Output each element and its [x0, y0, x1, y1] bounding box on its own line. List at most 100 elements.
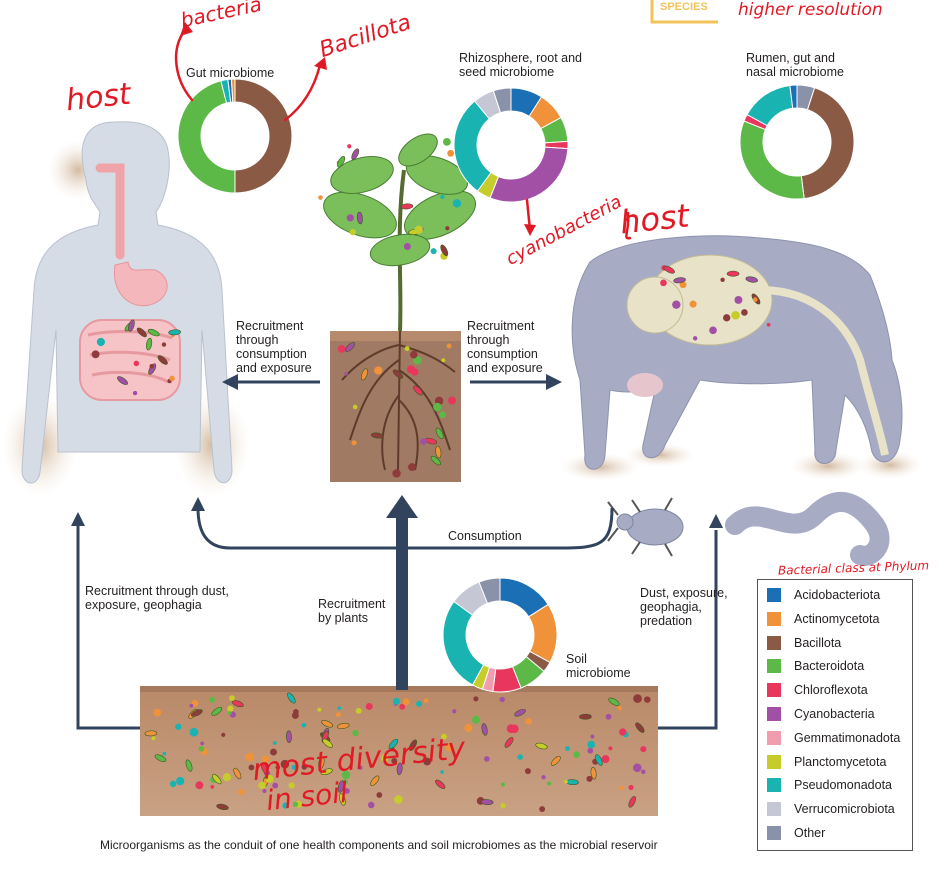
microbe-icon	[404, 346, 410, 352]
microbe-icon	[481, 723, 488, 736]
microbe-icon	[321, 720, 334, 728]
donut-chart	[739, 84, 855, 200]
microbe-icon	[408, 463, 416, 472]
microbe-icon	[423, 698, 429, 704]
microbe-icon	[439, 411, 446, 419]
legend-swatch	[767, 683, 781, 698]
legend-label: Pseudomonadota	[794, 778, 892, 793]
legend-item: Cyanobacteria	[767, 705, 875, 723]
recruit-right-label: Recruitment through consumption and expo…	[467, 319, 543, 375]
microbe-icon	[444, 743, 454, 752]
species-badge: SPECIES	[660, 1, 708, 13]
legend-label: Actinomycetota	[794, 611, 880, 626]
legend-label: Gemmatimonadota	[794, 730, 901, 745]
microbe-icon	[672, 300, 681, 309]
microbe-icon	[673, 277, 686, 284]
microbe-icon	[565, 746, 570, 751]
stomach	[114, 261, 168, 307]
microbe-icon	[318, 756, 325, 770]
microbe-icon	[376, 792, 383, 798]
microbe-icon	[381, 754, 389, 762]
microbe-icon	[211, 706, 223, 716]
recruit-left-l3: consumption	[236, 347, 307, 361]
donut-chart	[442, 577, 558, 693]
microbe-icon	[440, 770, 444, 774]
microbe-icon	[161, 342, 167, 347]
microbe-icon	[601, 755, 610, 764]
legend-item: Pseudomonadota	[767, 776, 892, 794]
microbe-icon	[566, 779, 579, 786]
microbe-icon	[635, 722, 645, 733]
microbe-icon	[435, 779, 446, 790]
microbe-icon	[339, 793, 346, 806]
recruit-right-l4: and exposure	[467, 361, 543, 375]
legend-item: Bacillota	[767, 634, 841, 652]
soil-label-line2: microbiome	[566, 666, 631, 680]
microbe-icon	[337, 780, 345, 793]
microbe-icon	[394, 795, 403, 804]
intestines	[79, 319, 181, 401]
microbe-icon	[189, 727, 199, 737]
microbe-icon	[231, 700, 244, 708]
microbe-icon	[227, 711, 232, 715]
microbe-icon	[391, 757, 398, 764]
plants-l2: by plants	[318, 611, 369, 625]
plants-label: Recruitment by plants	[318, 597, 385, 625]
microbe-icon	[280, 759, 290, 769]
microbe-icon	[185, 759, 193, 772]
microbe-icon	[191, 699, 199, 707]
species-badge-mark	[650, 0, 718, 24]
microbe-icon	[731, 310, 740, 320]
microbe-icon	[222, 773, 231, 782]
microbe-icon	[628, 784, 634, 791]
microbe-icon	[355, 707, 362, 714]
recruit-right-l2: through	[467, 333, 510, 347]
microbe-icon	[162, 751, 167, 756]
rhizosphere-label-line1: Rhizosphere, root and	[459, 51, 582, 65]
legend-item: Bacteroidota	[767, 657, 864, 675]
microbe-icon	[720, 277, 725, 283]
microbe-icon	[440, 244, 449, 257]
microbe-icon	[628, 795, 637, 808]
microbe-icon	[416, 700, 423, 707]
donut-chart	[177, 78, 293, 194]
microbe-icon	[189, 703, 194, 708]
recruit-left-l2: through	[236, 333, 279, 347]
microbe-icon	[168, 329, 181, 336]
microbe-icon	[361, 368, 368, 381]
legend-label: Cyanobacteria	[794, 707, 875, 721]
microbe-icon	[351, 148, 360, 161]
microbe-icon	[270, 748, 277, 756]
annotation-arrow-bacteria	[174, 28, 194, 102]
legend-swatch	[767, 754, 781, 769]
microbe-icon	[265, 774, 274, 783]
microbe-icon	[726, 270, 740, 277]
microbe-icon	[388, 738, 399, 750]
rumen-label-line1: Rumen, gut and	[746, 51, 835, 65]
legend-label: Bacillota	[794, 635, 842, 650]
donut-slice	[800, 87, 855, 200]
microbe-icon	[291, 712, 299, 719]
legend-swatch	[767, 588, 781, 602]
microbe-icon	[147, 328, 160, 337]
microbe-icon	[176, 776, 185, 786]
microbe-icon	[679, 281, 687, 289]
microbe-icon	[514, 708, 526, 717]
recruit-left-l1: Recruitment	[236, 319, 304, 333]
worm	[725, 491, 890, 566]
microbe-icon	[741, 309, 748, 316]
microbe-icon	[262, 755, 270, 764]
microbe-icon	[374, 366, 383, 375]
microbe-icon	[472, 715, 481, 724]
microbe-icon	[287, 692, 296, 704]
microbe-icon	[399, 703, 406, 710]
annotation-higher-resolution: higher resolution	[738, 0, 883, 20]
microbe-icon	[587, 740, 596, 749]
microbe-icon	[409, 350, 418, 359]
microbe-icon	[396, 762, 403, 776]
microbe-icon	[157, 355, 168, 365]
microbe-icon	[400, 203, 414, 210]
microbe-icon	[524, 768, 531, 775]
dust-right-l3: predation	[640, 614, 693, 628]
